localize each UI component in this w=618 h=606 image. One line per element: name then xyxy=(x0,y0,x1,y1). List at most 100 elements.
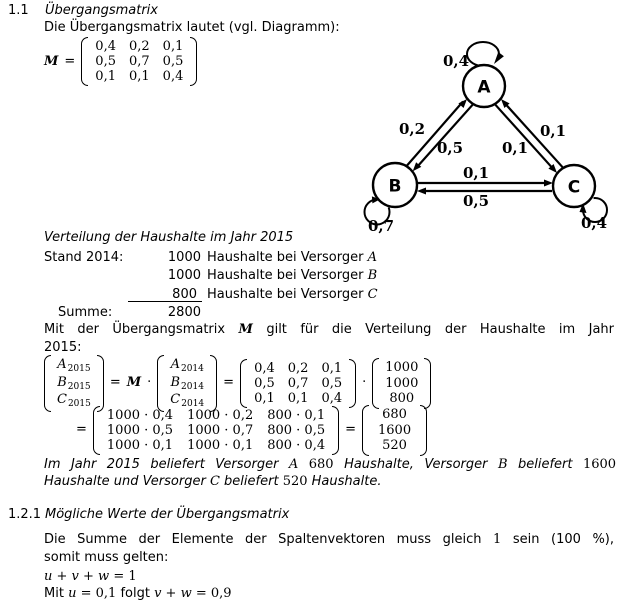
dot-operator: · xyxy=(147,375,152,391)
right-paren xyxy=(349,358,357,408)
section-1-1-number: 1.1 xyxy=(8,3,29,18)
edge-b-to-a-label: 0,2 xyxy=(399,120,425,138)
c-n1: 680 xyxy=(308,457,334,472)
node-a-circle xyxy=(461,63,507,109)
cell: 0,1 xyxy=(95,69,116,84)
vec-c-2015: C2015 xyxy=(57,392,91,410)
eq-lhs: u + v + w xyxy=(44,569,110,584)
sub-2015: 2015 xyxy=(67,381,91,392)
vw-value: = 0,9 xyxy=(195,586,232,601)
var-u: u xyxy=(68,586,77,601)
equals-sign: = xyxy=(223,375,235,391)
sub-2014: 2014 xyxy=(181,381,204,392)
arrowhead-loop-b xyxy=(371,196,380,204)
arrow-a-to-b xyxy=(416,103,474,168)
row-a-text: Haushalte bei Versorger A xyxy=(207,249,377,267)
stand-2014-label: Stand 2014: xyxy=(44,250,124,265)
eq-rhs: = 1 xyxy=(113,569,137,584)
var-b: B xyxy=(57,374,67,390)
matrix-m-symbol: M xyxy=(44,53,59,69)
transition-paragraph-line1: Mit der Übergangsmatrix M gilt für die V… xyxy=(44,321,614,339)
c-t6: Haushalte. xyxy=(311,474,382,489)
cell: 0,2 xyxy=(287,360,309,376)
arrowhead-loop-a xyxy=(494,52,504,64)
transition-diagram: A B C 0,4 0,2 0,5 0,1 0,1 0,1 0,5 0,7 0,… xyxy=(363,41,608,235)
cell: 800 · 0,5 xyxy=(267,422,326,438)
left-paren xyxy=(92,405,100,455)
tp-post: gilt für die Verteilung der Haushalte im… xyxy=(266,322,615,337)
vector-2014-cells: A2014 B2014 C2014 xyxy=(167,355,207,412)
vw-vars: v + w xyxy=(154,586,192,601)
vector-2015: A2015 B2015 C2015 xyxy=(44,355,104,412)
var-c: C xyxy=(170,392,181,407)
sub-2014: 2014 xyxy=(181,399,205,409)
edge-a-to-b-label: 0,5 xyxy=(437,139,463,157)
node-b-label: B xyxy=(389,177,402,197)
row-a-value: 1000 xyxy=(167,250,201,265)
section-1-2-1-number: 1.2.1 xyxy=(8,507,42,522)
c-t5: beliefert xyxy=(224,474,279,489)
cell: 1000 · 0,5 xyxy=(106,422,174,438)
count-vector-cells: 1000 1000 800 xyxy=(382,358,421,409)
sum-equation: u + v + w = 1 xyxy=(44,568,137,586)
cell: 0,4 xyxy=(162,69,184,84)
left-paren xyxy=(157,355,165,412)
node-c-circle xyxy=(551,163,597,209)
cell: 520 xyxy=(382,438,407,453)
loop-b-label: 0,7 xyxy=(368,217,394,235)
cell: 0,5 xyxy=(254,375,275,391)
cell: 680 xyxy=(382,407,407,422)
transition-paragraph: Mit der Übergangsmatrix M gilt für die V… xyxy=(44,321,614,357)
cell: 1000 · 0,4 xyxy=(106,407,174,423)
row-a-var: A xyxy=(367,250,377,265)
edge-a-to-c-label: 0,1 xyxy=(502,139,528,157)
arrow-b-to-a xyxy=(405,100,464,167)
row-c-var: C xyxy=(367,287,378,302)
cell: 0,1 xyxy=(128,69,150,84)
loop-c-label: 0,4 xyxy=(581,214,607,232)
equation-row-1: A2015 B2015 C2015 = M · A2014 B2014 C201… xyxy=(44,355,432,412)
cell: 1000 xyxy=(385,360,419,375)
p1-b: sein xyxy=(512,532,540,547)
vec-a-2015: A2015 xyxy=(57,357,91,375)
tp-m-symbol: M xyxy=(238,322,253,337)
node-c-label: C xyxy=(568,178,580,198)
sub-2014: 2014 xyxy=(180,364,204,374)
c-var-c: C xyxy=(209,474,220,489)
summe-value: 2800 xyxy=(167,305,201,320)
vec-c-2014: C2014 xyxy=(170,392,204,410)
right-paren xyxy=(190,37,198,86)
u-value: = 0,1 xyxy=(80,586,117,601)
result-vector: 680 1600 520 xyxy=(362,405,428,456)
folgt-text: folgt xyxy=(120,586,150,601)
edge-b-to-c-label: 0,1 xyxy=(463,164,489,182)
arrowhead-loop-c xyxy=(579,203,587,213)
matrix-m-equals: = xyxy=(64,53,76,69)
final-line: Mit u = 0,1 folgt v + w = 0,9 xyxy=(44,585,232,603)
cell: 0,5 xyxy=(162,54,184,69)
cell: 0,5 xyxy=(321,375,343,391)
row-b-var: B xyxy=(367,268,378,283)
row-a-desc: Haushalte bei Versorger xyxy=(207,250,364,265)
vec-b-2014: B2014 xyxy=(170,375,204,393)
row-b-text: Haushalte bei Versorger B xyxy=(207,267,377,285)
cell: 1600 xyxy=(378,422,412,438)
column-sum-line1: Die Summe der Elemente der Spaltenvektor… xyxy=(44,531,614,549)
sub-2015: 2015 xyxy=(67,364,91,374)
var-c: C xyxy=(57,392,67,407)
c-t4: Haushalte und Versorger xyxy=(44,474,206,489)
c-t2: Haushalte, Versorger xyxy=(344,457,488,472)
row-c-value-underlined: 800 xyxy=(128,286,202,302)
edge-c-to-a-label: 0,1 xyxy=(540,122,566,140)
c-var-b: B xyxy=(497,457,508,472)
cell: 0,1 xyxy=(254,390,275,406)
m-symbol: M xyxy=(126,375,142,391)
var-b: B xyxy=(170,374,181,390)
arrowhead-b-to-a xyxy=(458,99,467,108)
c-var-a: A xyxy=(288,457,299,472)
